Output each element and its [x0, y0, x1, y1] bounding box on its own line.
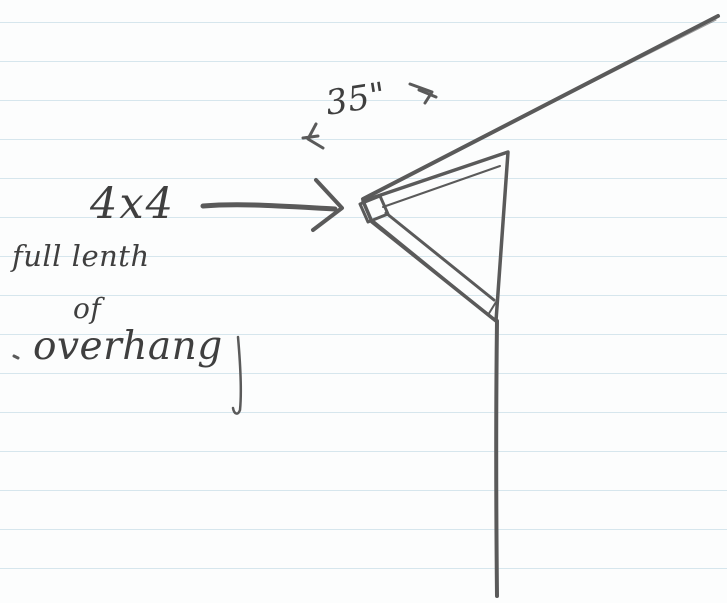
ruled-line [0, 256, 727, 257]
ruled-line [0, 61, 727, 62]
dimension-arrow-right [408, 82, 434, 105]
handwriting-descender [231, 335, 243, 415]
ruled-line [0, 373, 727, 374]
roof-rafter-line [361, 14, 720, 201]
dimension-label: 35" [322, 74, 389, 124]
roof-rafter-edge [367, 19, 717, 196]
brace-upper-edge [384, 211, 496, 302]
pointer-arrowhead [311, 178, 344, 232]
ruled-line [0, 100, 727, 101]
brace-end-cut [487, 301, 497, 316]
note-line: of [73, 292, 102, 325]
ruled-line [0, 490, 727, 491]
ruled-line [0, 451, 727, 452]
vertical-post [494, 319, 499, 598]
ruled-line [0, 568, 727, 569]
note-line: full lenth [12, 239, 150, 273]
stray-mark [12, 354, 20, 360]
ruled-line [0, 178, 727, 179]
member-size-label: 4x4 [90, 179, 175, 229]
brace-lower-edge [372, 220, 494, 320]
ruled-line [0, 217, 727, 218]
ruled-line [0, 22, 727, 23]
dimension-arrow-right-stem [417, 88, 438, 99]
pointer-arrow-shaft [200, 202, 338, 212]
bracket-inner-top [382, 165, 501, 208]
ruled-line [0, 529, 727, 530]
ruled-line [0, 139, 727, 140]
ruled-line [0, 295, 727, 296]
dimension-arrow-left-stem [301, 134, 320, 140]
note-line: overhang [33, 324, 223, 369]
ruled-line [0, 412, 727, 413]
dimension-arrow-left [306, 122, 325, 150]
ruled-line [0, 334, 727, 335]
beam-end-square [358, 194, 390, 224]
